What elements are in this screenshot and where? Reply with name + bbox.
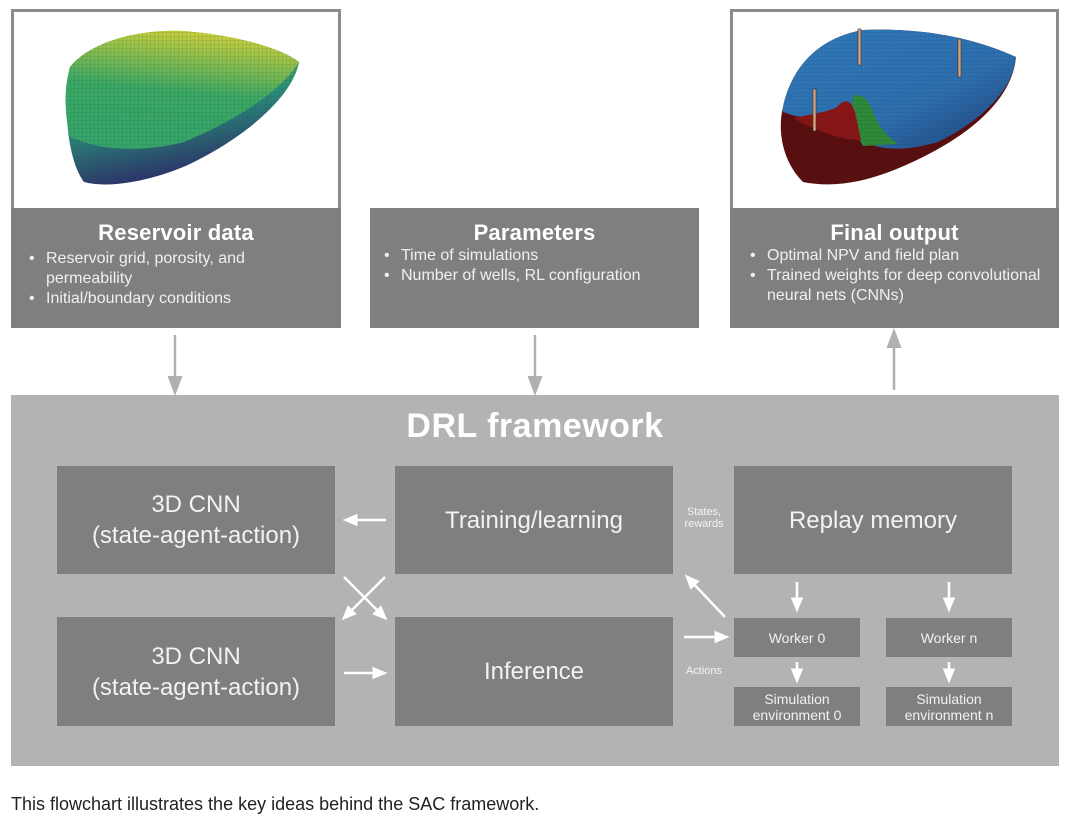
- inference-label: Inference: [483, 658, 585, 685]
- final-output-bullet: Trained weights for deep convolutional n…: [750, 266, 1059, 306]
- parameters-card: Parameters Time of simulations Number of…: [370, 208, 699, 328]
- reservoir-data-bullet: Reservoir grid, porosity, and permeabili…: [29, 249, 341, 289]
- actions-label: Actions: [685, 665, 723, 677]
- final-output-bullet: Optimal NPV and field plan: [750, 246, 1059, 266]
- final-output-card-frame: [730, 9, 1059, 209]
- reservoir-grid-image: [14, 12, 338, 209]
- simulation-env-0-line1: Simulation: [764, 690, 830, 707]
- final-output-image: [733, 12, 1056, 209]
- well-marker: [812, 88, 817, 132]
- well-marker: [957, 38, 962, 78]
- reservoir-data-bullet: Initial/boundary conditions: [29, 289, 341, 309]
- simulation-env-n-line2: environment n: [904, 706, 994, 723]
- parameters-title: Parameters: [473, 220, 596, 245]
- cnn-bottom-line2: (state-agent-action): [91, 673, 301, 701]
- simulation-env-0-box: Simulation environment 0: [734, 687, 860, 726]
- simulation-env-n-box: Simulation environment n: [886, 687, 1012, 726]
- states-rewards-label: States, rewards: [676, 506, 732, 530]
- replay-memory-label: Replay memory: [788, 506, 958, 534]
- parameters-bullet: Number of wells, RL configuration: [384, 266, 699, 286]
- states-label-line2: rewards: [684, 518, 724, 530]
- simulation-env-0-line2: environment 0: [752, 706, 842, 723]
- figure-caption: This flowchart illustrates the key ideas…: [11, 794, 540, 814]
- simulation-env-n-line1: Simulation: [916, 690, 982, 707]
- reservoir-data-title: Reservoir data: [98, 220, 254, 245]
- cnn-bottom-line1: 3D CNN: [151, 642, 241, 670]
- cnn-bottom-box: 3D CNN (state-agent-action): [57, 617, 335, 726]
- replay-memory-box: Replay memory: [734, 466, 1012, 574]
- worker-0-label: Worker 0: [768, 629, 826, 646]
- worker-0-box: Worker 0: [734, 618, 860, 657]
- cnn-top-line1: 3D CNN: [151, 491, 241, 518]
- training-box: Training/learning: [395, 466, 673, 574]
- worker-n-label: Worker n: [920, 629, 978, 646]
- worker-n-box: Worker n: [886, 618, 1012, 657]
- final-output-card: Final output Optimal NPV and field plan …: [730, 208, 1059, 328]
- parameters-bullet: Time of simulations: [384, 246, 699, 266]
- final-output-title: Final output: [830, 220, 959, 245]
- inference-box: Inference: [395, 617, 673, 726]
- reservoir-data-card: Reservoir data Reservoir grid, porosity,…: [11, 208, 341, 328]
- states-label-line1: States,: [686, 506, 722, 518]
- training-label: Training/learning: [445, 506, 623, 534]
- cnn-top-line2: (state-agent-action): [91, 522, 301, 549]
- drl-framework-title: DRL framework: [406, 407, 664, 445]
- well-marker: [857, 28, 862, 66]
- reservoir-data-card-frame: [11, 9, 341, 209]
- cnn-top-box: 3D CNN (state-agent-action): [57, 466, 335, 574]
